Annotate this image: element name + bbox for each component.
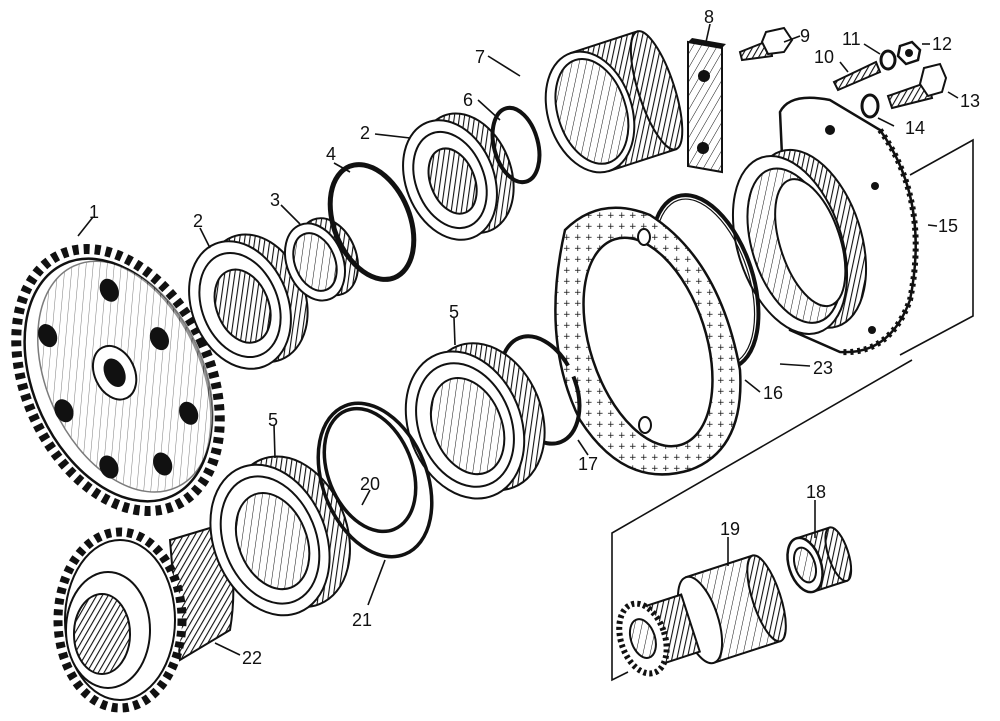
callout-22: 22 xyxy=(242,648,262,668)
part-2b-ball-bearing xyxy=(402,112,515,241)
callout-8: 8 xyxy=(704,7,714,27)
part-13-bolt xyxy=(886,62,948,110)
part-11-washer xyxy=(879,49,897,71)
callout-6: 6 xyxy=(463,90,473,110)
callout-5b: 5 xyxy=(268,410,278,430)
callout-11: 11 xyxy=(842,29,861,49)
callout-4: 4 xyxy=(326,144,336,164)
callout-3: 3 xyxy=(270,190,280,210)
callout-16: 16 xyxy=(763,383,783,403)
part-10-stud xyxy=(832,60,882,92)
callout-10: 10 xyxy=(814,47,834,67)
part-8-plate xyxy=(687,38,726,174)
callout-labels: 1 2 2 3 4 5 5 6 7 8 9 10 11 12 13 14 15 … xyxy=(89,7,980,668)
part-2a-ball-bearing xyxy=(188,233,309,370)
callout-20: 20 xyxy=(360,474,380,494)
part-3-roller-bearing xyxy=(284,217,359,302)
callout-12: 12 xyxy=(932,34,952,54)
part-9-bolt xyxy=(738,26,794,62)
callout-21: 21 xyxy=(352,610,372,630)
inset-frame xyxy=(611,138,974,682)
part-1-large-gear xyxy=(11,244,225,516)
part-12-nut xyxy=(896,40,922,66)
callout-15: 15 xyxy=(938,216,958,236)
part-22-pinion-gear xyxy=(53,523,235,713)
part-4-snap-ring xyxy=(327,162,417,282)
callout-1: 1 xyxy=(89,202,99,222)
callout-9: 9 xyxy=(800,26,810,46)
callout-7: 7 xyxy=(475,47,485,67)
leader-lines xyxy=(77,23,959,656)
callout-5a: 5 xyxy=(449,302,459,322)
callout-13: 13 xyxy=(960,91,980,111)
part-21-snap-ring xyxy=(316,401,434,559)
callout-23: 23 xyxy=(813,358,833,378)
callout-14: 14 xyxy=(905,118,925,138)
part-5a-ball-bearing xyxy=(404,342,546,500)
part-5b-ball-bearing xyxy=(209,455,351,617)
part-15-housing xyxy=(731,96,919,356)
callout-2b: 2 xyxy=(360,123,370,143)
callout-2a: 2 xyxy=(193,211,203,231)
part-6-snap-ring xyxy=(490,105,542,185)
callout-19: 19 xyxy=(720,519,740,539)
callout-17: 17 xyxy=(578,454,598,474)
part-18-splined-bushing xyxy=(786,526,853,594)
part-16-gasket xyxy=(554,206,742,476)
part-19-coupling-sleeve xyxy=(616,554,787,677)
part-7-sleeve xyxy=(544,30,684,174)
part-14-washer xyxy=(860,93,880,119)
part-20-snap-ring xyxy=(322,406,418,534)
callout-18: 18 xyxy=(806,482,826,502)
